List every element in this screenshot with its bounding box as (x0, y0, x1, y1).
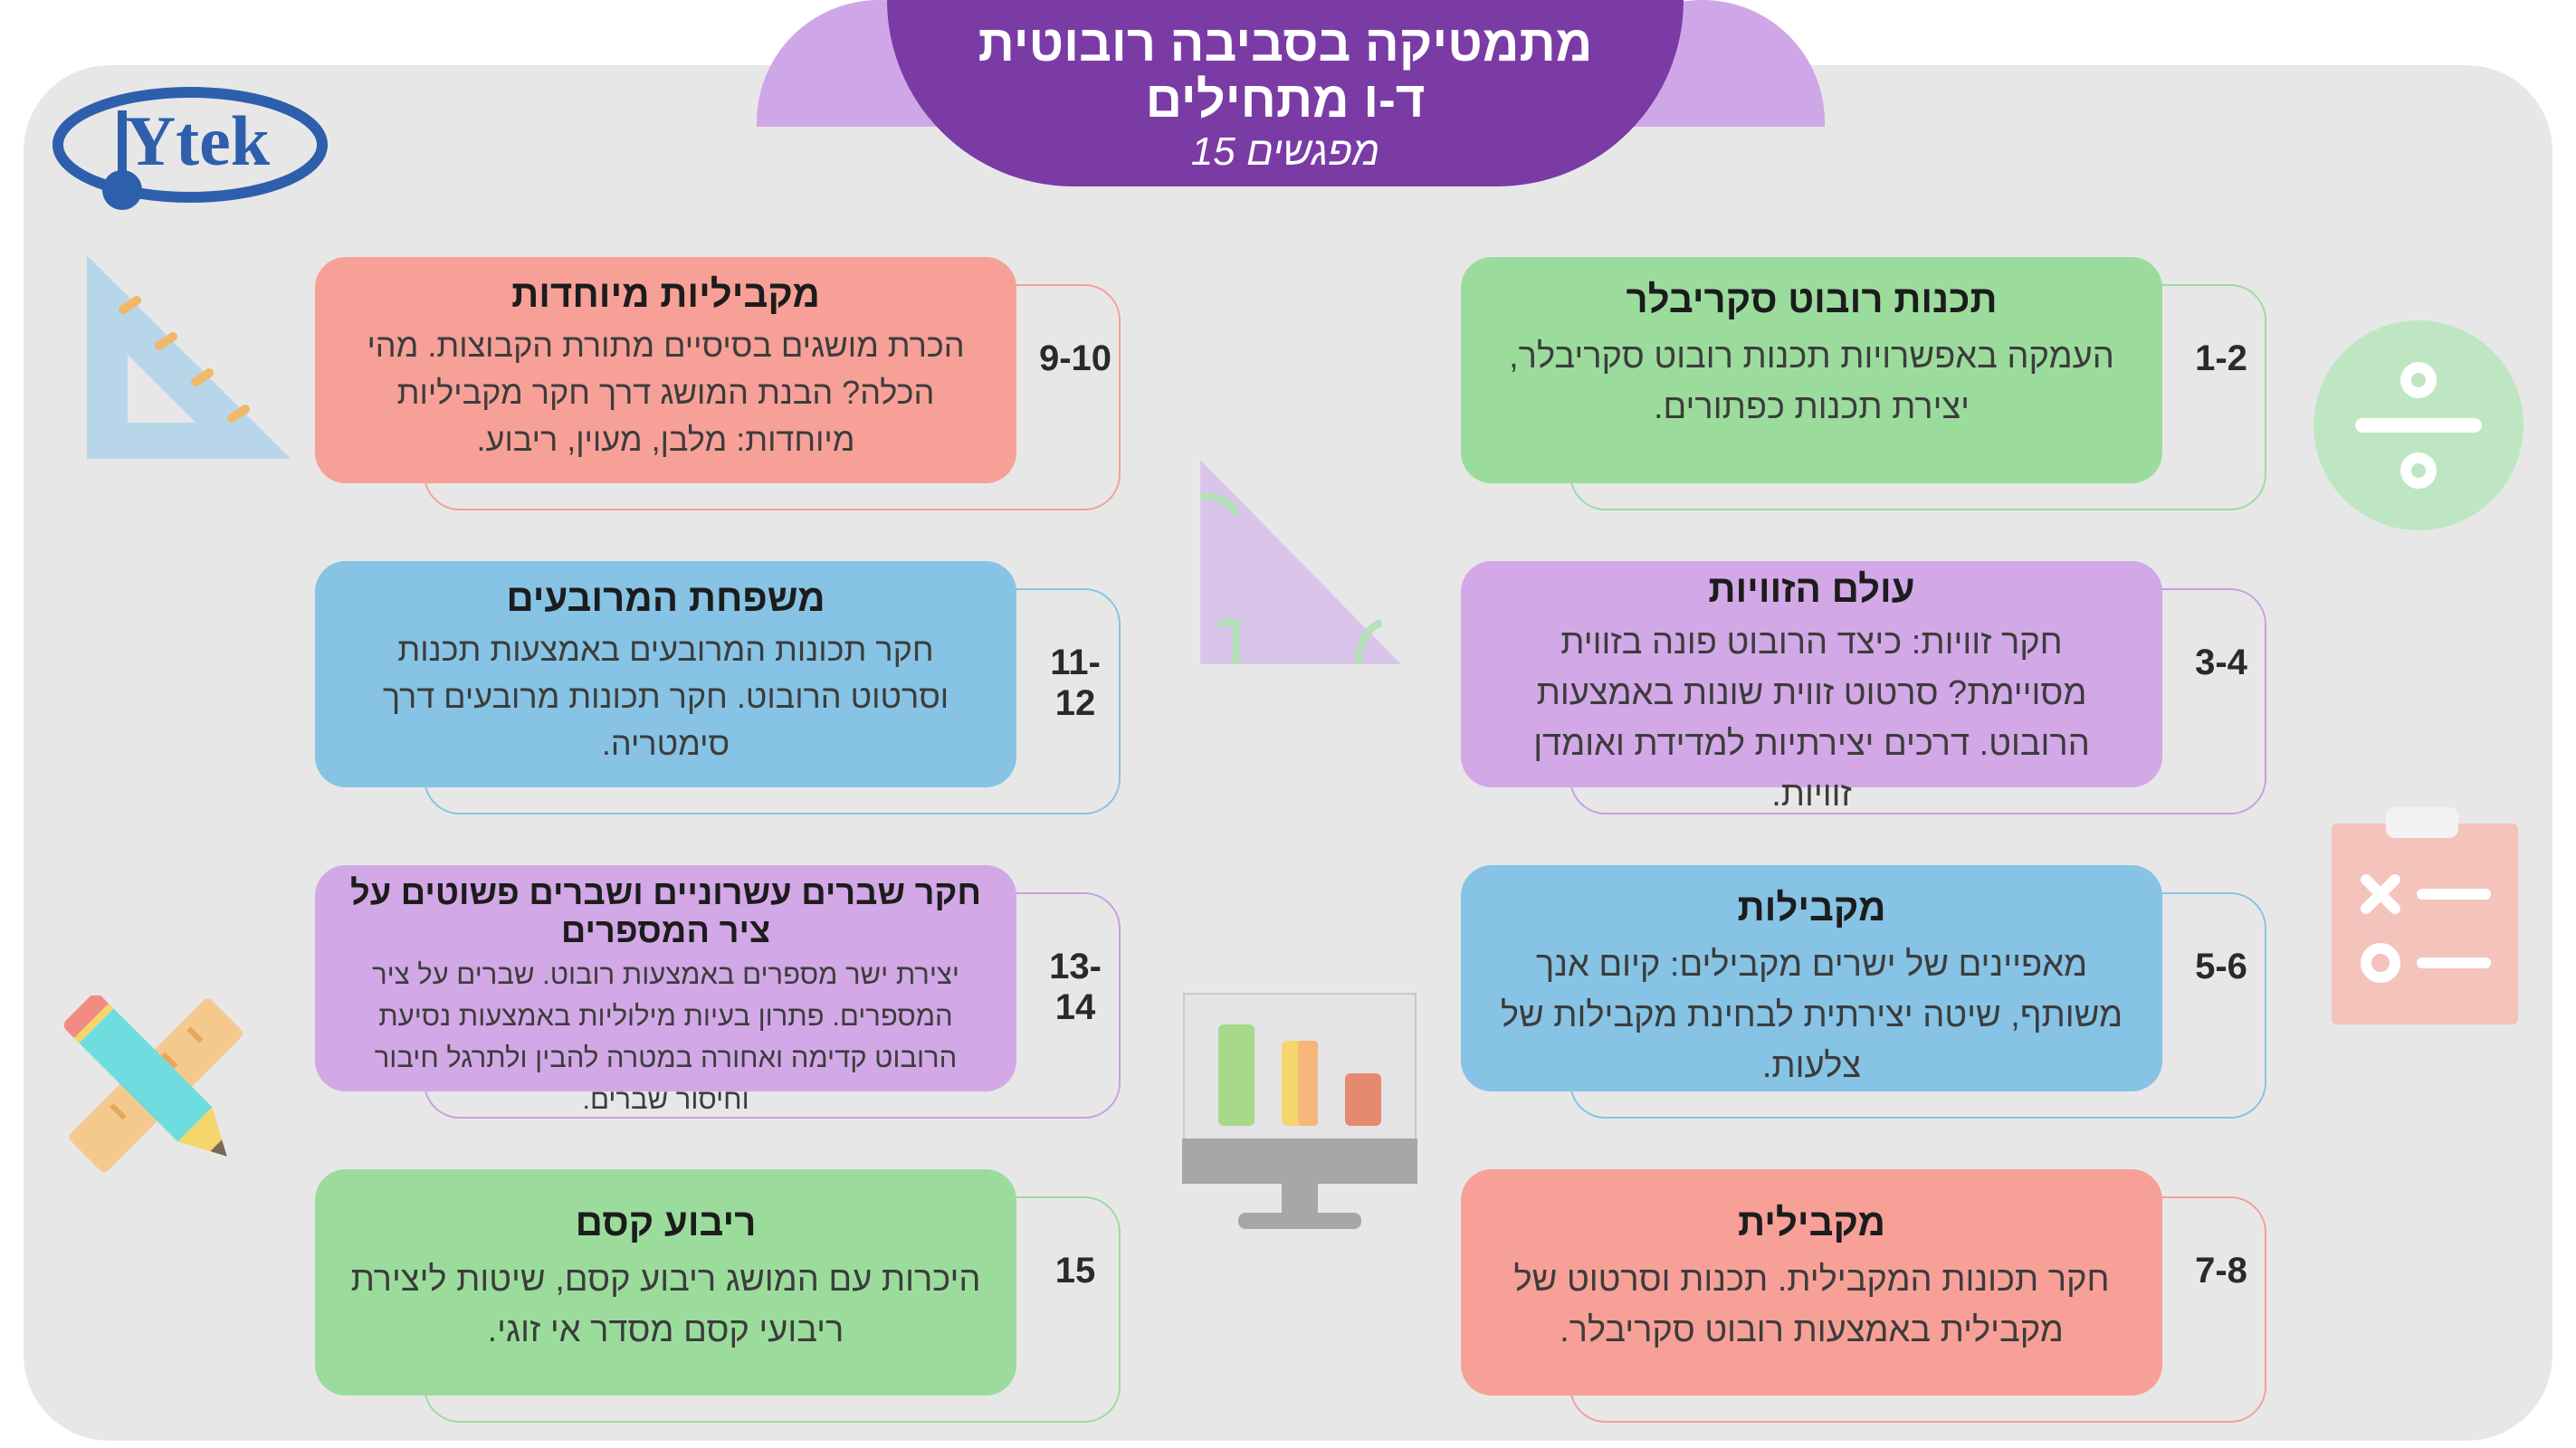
lesson-card-7-8: מקבילית חקר תכונות המקבילית. תכנות וסרטו… (1461, 1169, 2272, 1423)
lesson-title: חקר שברים עשרוניים ושברים פשוטים על ציר … (349, 874, 982, 950)
lesson-number: 9-10 (1038, 338, 1112, 378)
ytek-logo-icon: Ytek (52, 87, 328, 210)
page-subtitle: ד-ו מתחילים (1145, 71, 1426, 128)
lesson-description: מאפיינים של ישרים מקבילים: קיום אנך משות… (1500, 946, 2123, 1085)
lesson-title: משפחת המרובעים (506, 576, 825, 619)
bar-chart-monitor-icon (1182, 993, 1417, 1229)
lesson-number: 13-14 (1049, 947, 1102, 1027)
lesson-card-11-12: משפחת המרובעים חקר תכונות המרובעים באמצע… (315, 561, 1126, 814)
lesson-title: ריבוע קסם (575, 1201, 757, 1243)
lesson-description: היכרות עם המושג ריבוע קסם, שיטות ליצירת … (350, 1261, 981, 1349)
lesson-card-3-4: עולם הזוויות חקר זוויות: כיצד הרובוט פונ… (1461, 561, 2272, 814)
lesson-description: חקר תכונות המרובעים באמצעות תכנות וסרטוט… (382, 631, 949, 762)
title-banner: מתמטיקה בסביבה רובוטית ד-ו מתחילים 15 מפ… (887, 0, 1684, 186)
card-box: מקבילית חקר תכונות המקבילית. תכנות וסרטו… (1461, 1169, 2162, 1396)
card-box: ריבוע קסם היכרות עם המושג ריבוע קסם, שיט… (315, 1169, 1016, 1396)
lesson-number: 3-4 (2195, 643, 2247, 682)
card-box: משפחת המרובעים חקר תכונות המרובעים באמצע… (315, 561, 1016, 787)
card-box: חקר שברים עשרוניים ושברים פשוטים על ציר … (315, 865, 1016, 1115)
lesson-description: העמקה באפשרויות תכנות רובוט סקריבלר, יצי… (1509, 338, 2114, 426)
lesson-card-15: ריבוע קסם היכרות עם המושג ריבוע קסם, שיט… (315, 1169, 1126, 1423)
clipboard-checklist-icon (2332, 807, 2518, 1024)
lesson-description: יצירת ישר מספרים באמצעות רובוט. שברים על… (372, 958, 959, 1115)
lesson-card-9-10: מקביליות מיוחדות הכרת מושגים בסיסיים מתו… (315, 257, 1126, 510)
pencil-ruler-icon (63, 996, 243, 1173)
lesson-number: 1-2 (2195, 338, 2247, 378)
lesson-card-5-6: מקבילות מאפיינים של ישרים מקבילים: קיום … (1461, 865, 2272, 1119)
lesson-number: 15 (1054, 1251, 1096, 1291)
card-box: מקבילות מאפיינים של ישרים מקבילים: קיום … (1461, 865, 2162, 1091)
card-box: תכנות רובוט סקריבלר העמקה באפשרויות תכנו… (1461, 257, 2162, 483)
lesson-description: חקר זוויות: כיצד הרובוט פונה בזווית מסוי… (1533, 624, 2090, 814)
lesson-card-13-14: חקר שברים עשרוניים ושברים פשוטים על ציר … (315, 865, 1126, 1119)
lesson-title: עולם הזוויות (1708, 567, 1915, 610)
lesson-title: תכנות רובוט סקריבלר (1626, 278, 1998, 320)
card-box: עולם הזוויות חקר זוויות: כיצד הרובוט פונ… (1461, 561, 2162, 814)
lesson-number: 7-8 (2195, 1251, 2247, 1291)
set-square-icon (87, 255, 291, 459)
page-title: מתמטיקה בסביבה רובוטית (978, 14, 1593, 71)
lesson-title: מקבילות (1737, 886, 1886, 929)
lesson-title: מקבילית (1737, 1201, 1886, 1243)
triangle-icon (1200, 460, 1401, 664)
lesson-description: חקר תכונות המקבילית. תכנות וסרטוט של מקב… (1513, 1261, 2110, 1349)
card-box: מקביליות מיוחדות הכרת מושגים בסיסיים מתו… (315, 257, 1016, 483)
logo-text: Ytek (125, 101, 271, 180)
lesson-number: 5-6 (2195, 947, 2247, 986)
lesson-number: 11-12 (1050, 643, 1101, 723)
division-icon (2314, 320, 2524, 530)
lesson-title: מקביליות מיוחדות (511, 272, 820, 315)
lesson-description: הכרת מושגים בסיסיים מתורת הקבוצות. מהי ה… (367, 327, 965, 458)
lesson-card-1-2: תכנות רובוט סקריבלר העמקה באפשרויות תכנו… (1461, 257, 2272, 510)
meetings-count: 15 מפגשים (1190, 129, 1380, 174)
